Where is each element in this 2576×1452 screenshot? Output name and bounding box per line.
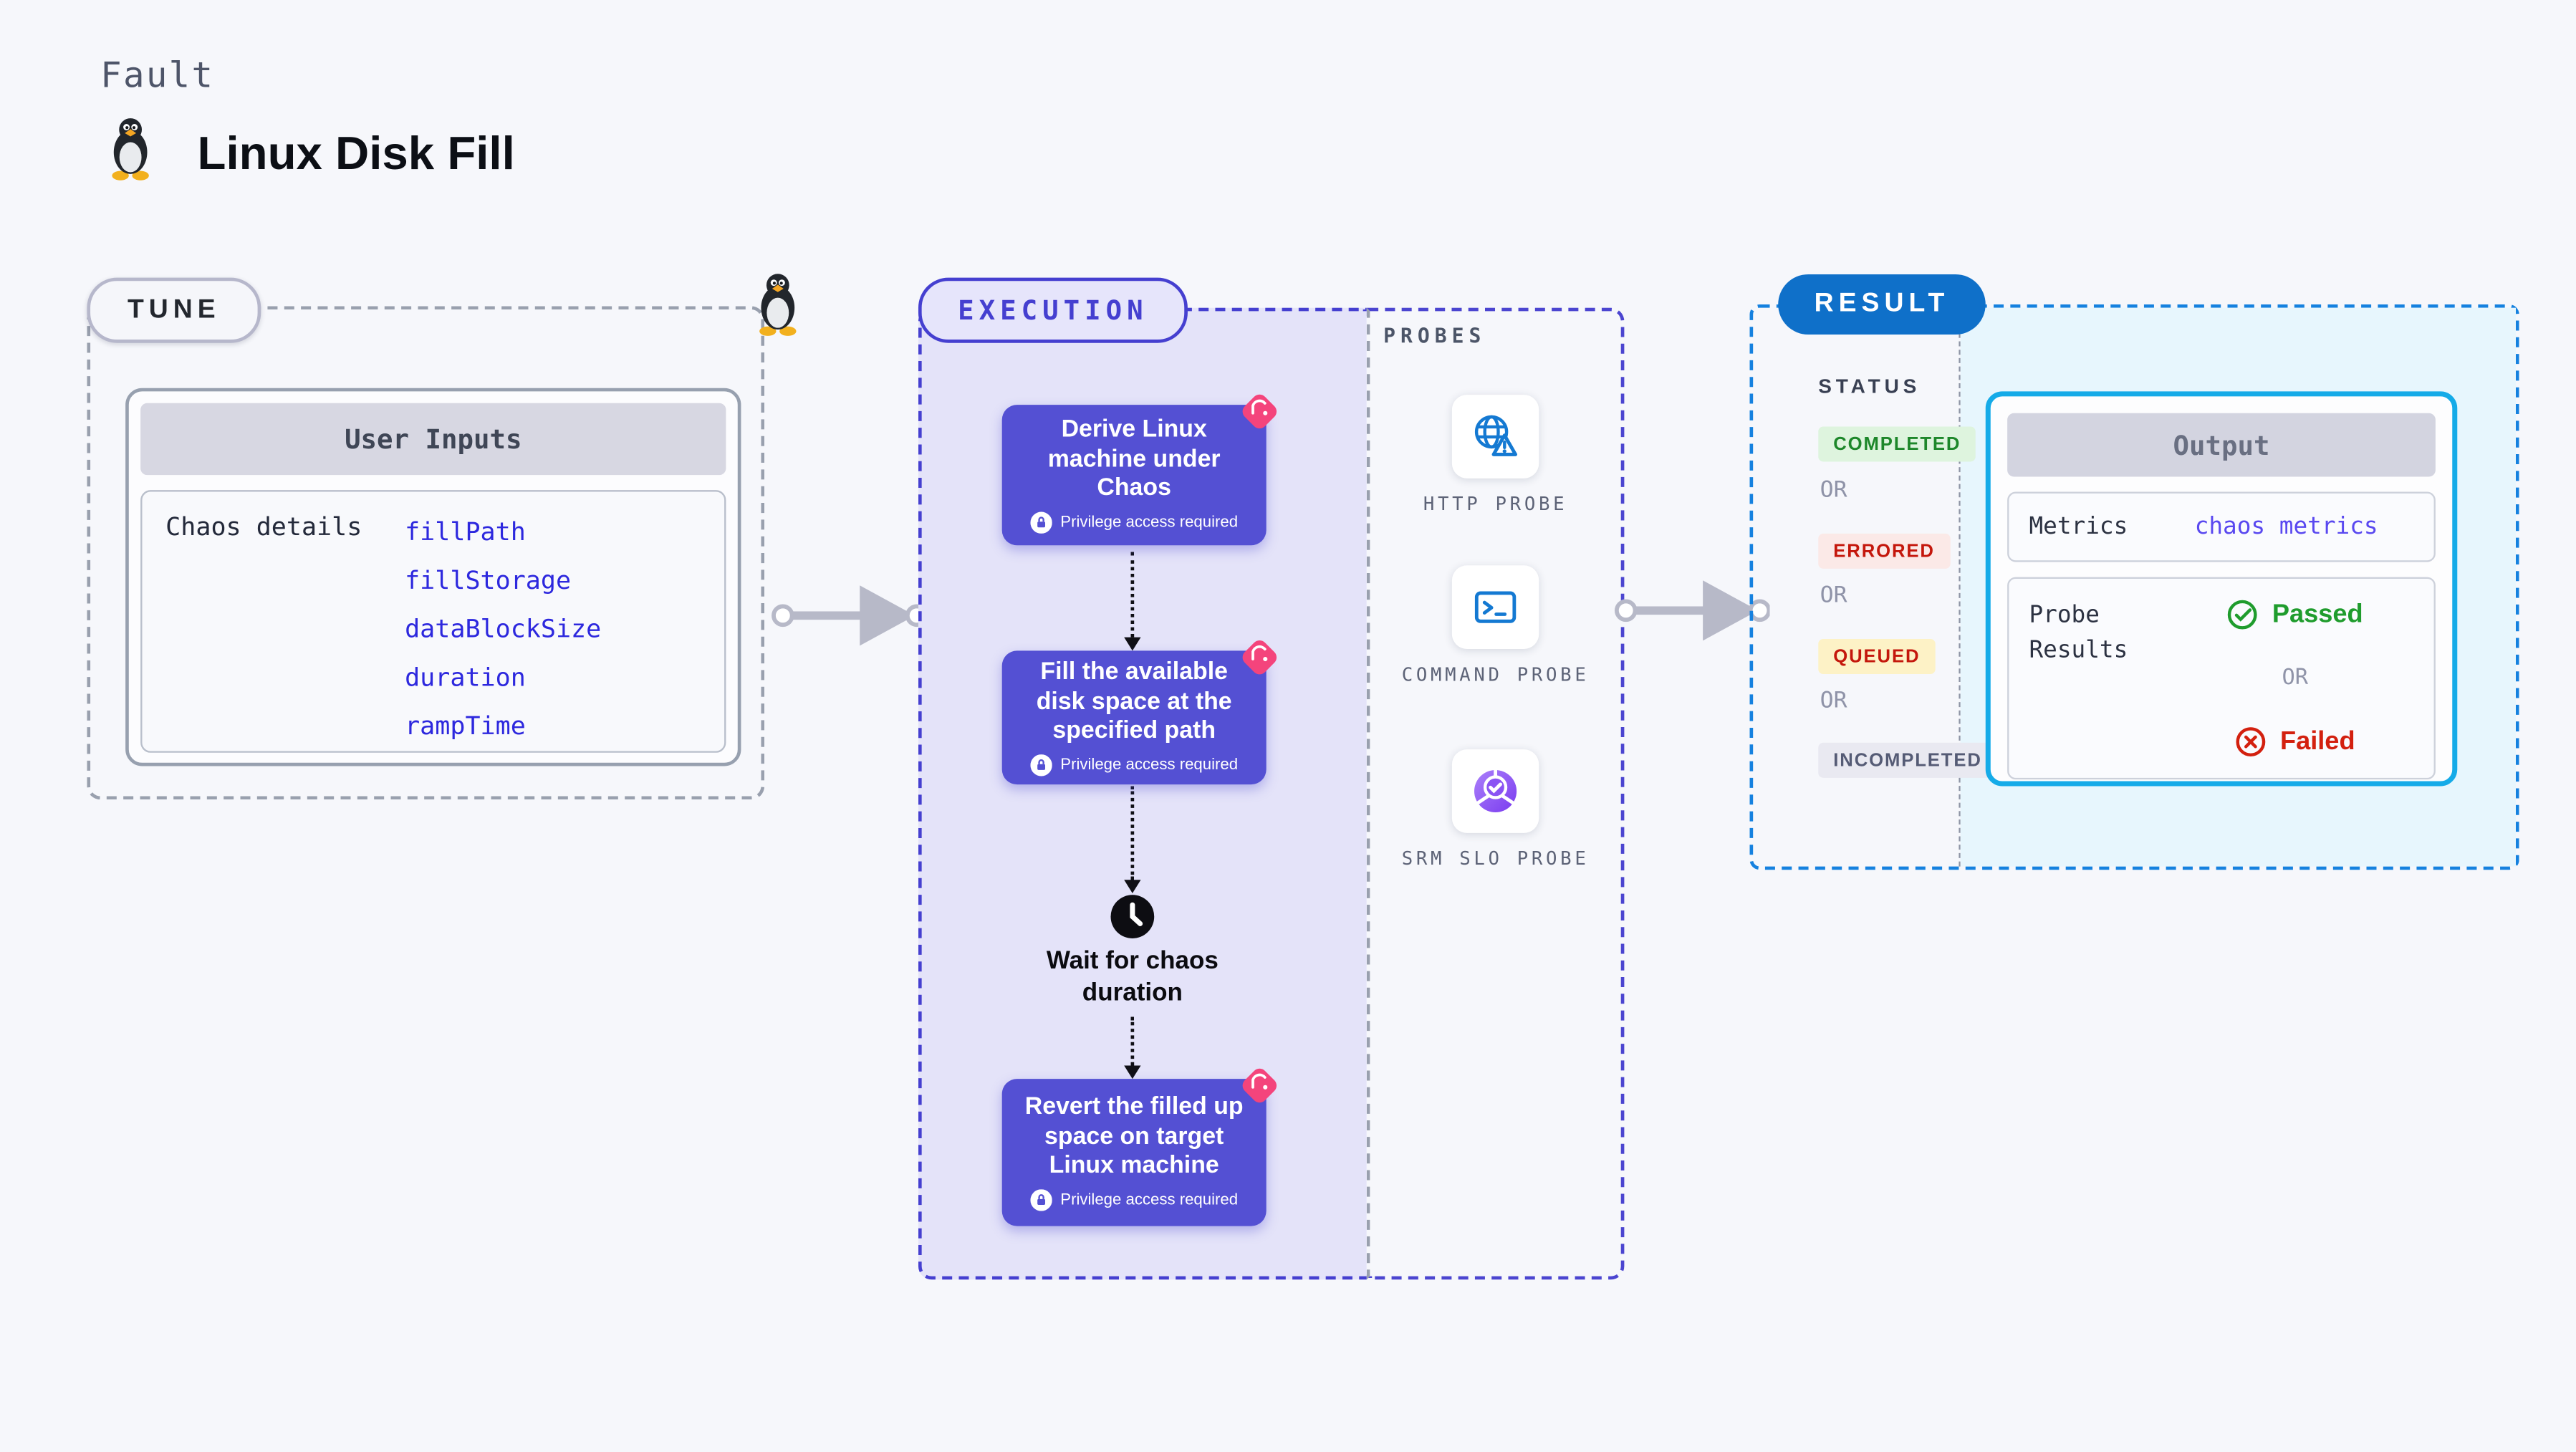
probe-results-label: Probe Results [2029,602,2128,665]
status-badge-queued: QUEUED [1818,639,1936,675]
probe-results-row: Probe Results Passed OR Failed [2007,577,2436,780]
probes-section-box [1366,307,1625,1280]
command-probe-card[interactable] [1451,565,1539,650]
failed-line: Failed [2235,726,2355,757]
http-probe-label: HTTP PROBE [1423,493,1568,516]
srm-slo-probe-label: SRM SLO PROBE [1401,847,1590,870]
user-inputs-title: User Inputs [140,403,726,476]
lock-icon [1030,1188,1052,1211]
slo-donut-icon [1474,769,1517,813]
param-datablocksize[interactable]: dataBlockSize [405,613,602,645]
http-probe-card[interactable] [1451,395,1539,479]
step-text: Fill the available disk space at the spe… [1036,660,1232,745]
output-title: Output [2007,413,2436,477]
dotted-arrow-connector [1123,1016,1141,1080]
status-badge-errored: ERRORED [1818,533,1950,569]
passed-line: Passed [2227,599,2363,630]
tux-penguin-icon [759,274,797,336]
param-duration[interactable]: duration [405,662,526,693]
check-circle-icon [2228,600,2258,630]
fault-params-list: fillPath fillStorage dataBlockSize durat… [405,509,601,751]
lock-icon [1030,511,1052,533]
metrics-label: Metrics [2029,513,2128,541]
tune-section-box [87,306,765,800]
step-revert-space[interactable]: Revert the filled up space on target Lin… [1001,1068,1277,1226]
result-pill[interactable]: RESULT [1778,274,1986,335]
chaos-pinwheel-icon [1242,640,1277,675]
or-label: OR [1820,687,1847,715]
dotted-arrow-connector [1123,552,1141,651]
chaos-pinwheel-icon [1242,394,1277,429]
probes-title: PROBES [1383,324,1486,348]
terminal-icon [1474,591,1517,623]
command-probe-label: COMMAND PROBE [1401,664,1590,686]
status-column [1753,307,1961,867]
step-text: Revert the filled up space on target Lin… [1024,1095,1244,1180]
fault-kicker: Fault [100,55,215,96]
wait-duration-label: Wait for chaos duration [1046,946,1219,1007]
param-ramptime[interactable]: rampTime [405,711,526,741]
metrics-value-link[interactable]: chaos metrics [2194,513,2378,541]
lock-icon [1030,754,1052,776]
step-fill-disk[interactable]: Fill the available disk space at the spe… [1001,640,1277,785]
privilege-note-text: Privilege access required [1060,755,1239,774]
status-title: STATUS [1818,375,1921,398]
x-circle-icon [2236,727,2266,757]
chaos-details-box: Chaos details fillPath fillStorage dataB… [140,490,726,753]
step-derive-machine[interactable]: Derive Linux machine under Chaos Privile… [1001,394,1277,546]
param-fillpath[interactable]: fillPath [405,516,526,547]
or-label: OR [2282,665,2309,691]
globe-alert-icon [1474,415,1518,456]
flow-arrow-execution-to-result [1614,580,1770,641]
srm-slo-probe-card[interactable] [1451,749,1539,833]
clock-icon [1110,895,1155,938]
status-badge-completed: COMPLETED [1818,426,1976,462]
privilege-note: Privilege access required [1030,511,1238,533]
failed-label: Failed [2279,726,2355,756]
flow-arrow-tune-to-execution [772,585,927,646]
user-inputs-card: User Inputs Chaos details fillPath fillS… [125,388,741,766]
or-label: OR [1820,476,1847,504]
chaos-pinwheel-icon [1242,1068,1277,1103]
privilege-note-text: Privilege access required [1060,512,1239,532]
step-text: Derive Linux machine under Chaos [1047,417,1221,502]
passed-label: Passed [2272,600,2363,628]
param-fillstorage[interactable]: fillStorage [405,565,572,596]
page-title: Linux Disk Fill [197,127,515,179]
or-label: OR [1820,582,1847,609]
status-badge-incompleted: INCOMPLETED [1818,742,1997,778]
execution-pill[interactable]: EXECUTION [918,277,1188,343]
tux-penguin-icon [112,118,149,181]
probe-results-values: Passed OR Failed [2176,599,2414,758]
dotted-arrow-connector [1123,786,1141,893]
privilege-note: Privilege access required [1030,1188,1239,1211]
privilege-note: Privilege access required [1030,754,1239,776]
privilege-note-text: Privilege access required [1060,1190,1239,1209]
metrics-row: Metrics chaos metrics [2007,491,2436,562]
output-card: Output Metrics chaos metrics Probe Resul… [1985,391,2458,787]
tune-pill[interactable]: TUNE [87,277,261,343]
chaos-details-label: Chaos details [165,511,362,542]
